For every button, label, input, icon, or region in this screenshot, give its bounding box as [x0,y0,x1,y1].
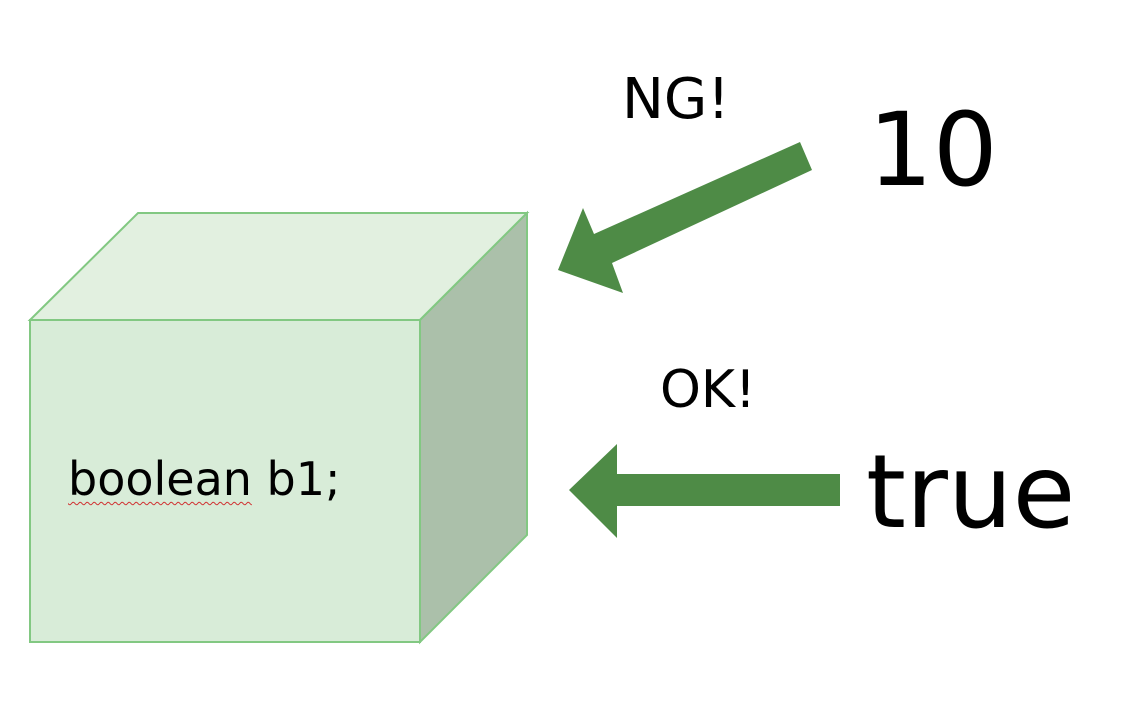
number-value: 10 [868,91,998,210]
ok-arrow [569,444,840,538]
ok-label: OK! [660,360,756,420]
variable-declaration: boolean b1; [68,456,341,502]
cube-front-face [29,319,421,643]
boolean-value: true [866,433,1076,552]
variable-name: b1; [251,452,341,506]
ng-arrow [558,142,812,293]
type-keyword: boolean [68,452,252,506]
ng-label: NG! [622,67,730,132]
